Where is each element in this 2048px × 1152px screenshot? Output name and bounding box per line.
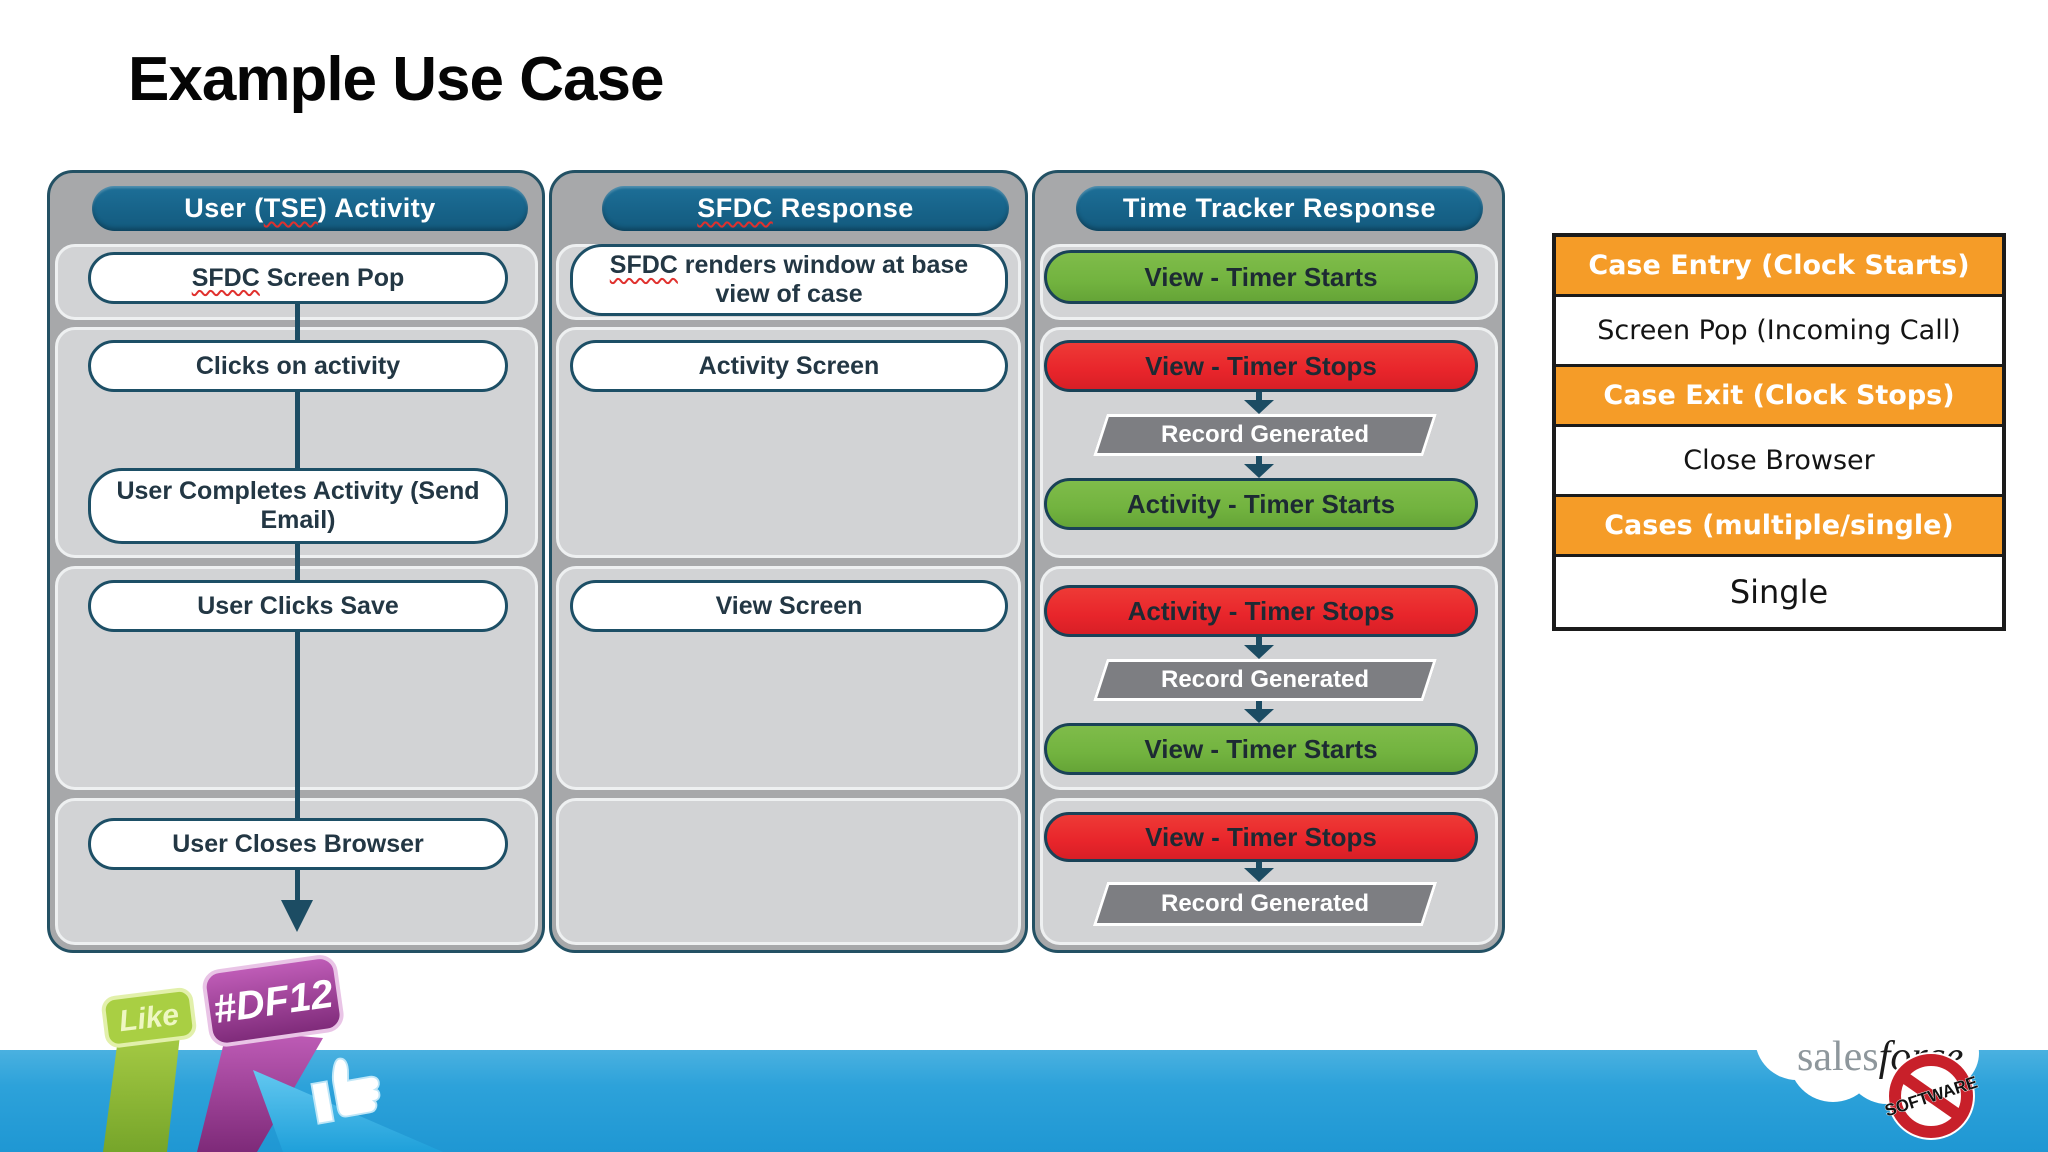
sfdc-word: SFDC [191,263,260,292]
record-generated-2: Record Generated [1093,659,1437,701]
legend-row-cases: Cases (multiple/single) [1556,497,2002,557]
legend-row-close-browser: Close Browser [1556,427,2002,497]
header-time-tracker: Time Tracker Response [1076,186,1483,231]
renders-rest: renders window at base view of case [677,251,969,308]
col1-flow-arrowhead [281,900,313,932]
legend-table: Case Entry (Clock Starts) Screen Pop (In… [1552,233,2006,631]
page-title: Example Use Case [128,45,664,114]
box-user-clicks-save: User Clicks Save [88,580,508,632]
header-user-post: ) Activity [317,193,436,223]
row4-band-col2 [556,798,1021,945]
salesforce-cloud [1755,958,1979,1104]
legend-row-screen-pop: Screen Pop (Incoming Call) [1556,297,2002,367]
box-sfdc-screen-pop: SFDC Screen Pop [88,252,508,304]
pill-view-timer-stops-1: View - Timer Stops [1044,340,1478,392]
sfdc-word: SFDC [609,251,678,280]
like-label: Like [101,987,197,1048]
box-user-closes-browser: User Closes Browser [88,818,508,870]
header-user-pre: User ( [184,193,264,223]
hashtag-df12-label: #DF12 [202,955,344,1047]
header-user-tse: TSE [263,193,318,223]
down-arrow [1244,862,1274,882]
down-arrow [1244,456,1274,478]
record-generated-1: Record Generated [1093,414,1437,456]
legend-row-case-exit: Case Exit (Clock Stops) [1556,367,2002,427]
down-arrow [1244,392,1274,414]
legend-row-case-entry: Case Entry (Clock Starts) [1556,237,2002,297]
header-sfdc-word: SFDC [697,193,773,223]
header-sfdc-post: Response [772,193,914,223]
df12-like-badge: Like #DF12 [101,955,443,1152]
screen-pop-rest: Screen Pop [259,263,405,292]
pill-activity-timer-starts: Activity - Timer Starts [1044,478,1478,530]
record-generated-3: Record Generated [1092,882,1438,926]
purple-beam [197,1030,323,1152]
box-user-completes-activity: User Completes Activity (Send Email) [88,468,508,544]
svg-text:Like: Like [117,998,181,1038]
pill-activity-timer-stops: Activity - Timer Stops [1044,585,1478,637]
down-arrow [1244,701,1274,723]
salesforce-logo: salesforce SOFTWARE [1755,958,1980,1140]
down-arrow [1244,637,1274,659]
legend-row-single: Single [1556,557,2002,627]
pill-view-timer-starts-2: View - Timer Starts [1044,723,1478,775]
pill-view-timer-stops-2: View - Timer Stops [1044,812,1478,862]
box-view-screen: View Screen [570,580,1008,632]
pill-view-timer-starts-1: View - Timer Starts [1044,250,1478,304]
header-user-activity: User (TSE) Activity [92,186,528,231]
thumbs-up-icon [310,1057,381,1125]
box-clicks-on-activity: Clicks on activity [88,340,508,392]
box-activity-screen: Activity Screen [570,340,1008,392]
header-sfdc-response: SFDC Response [602,186,1009,231]
no-software-badge: SOFTWARE [1882,1052,1980,1140]
box-sfdc-renders-window: SFDC renders window at base view of case [570,244,1008,316]
